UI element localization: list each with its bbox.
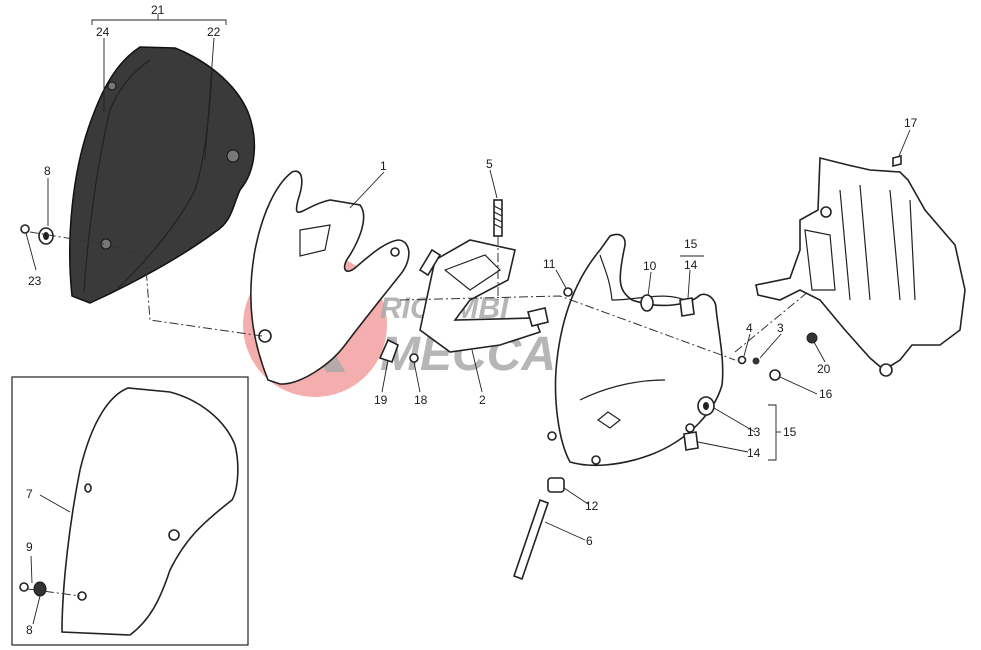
label-10: 10 — [643, 259, 657, 273]
front-subframe — [755, 156, 966, 377]
label-15-top: 15 — [684, 237, 698, 251]
label-8-top: 8 — [44, 164, 51, 178]
label-6: 6 — [586, 534, 593, 548]
label-19: 19 — [374, 393, 388, 407]
label-23: 23 — [28, 274, 42, 288]
windscreen-tinted — [69, 46, 256, 304]
spacer-washer-inset — [19, 581, 81, 597]
centerline-main-horizontal — [399, 295, 736, 361]
label-7: 7 — [26, 487, 33, 501]
bracket-21 — [91, 19, 227, 25]
nut-part-20 — [806, 332, 818, 344]
bolt-part-16 — [769, 369, 781, 381]
inset-box — [11, 376, 249, 646]
label-5: 5 — [486, 157, 493, 171]
clip-part-14-bottom — [683, 431, 699, 451]
washer-part-11 — [563, 287, 573, 297]
nut-part-3 — [752, 357, 760, 365]
clip-part-14-top — [679, 297, 695, 317]
washer-part-4 — [737, 355, 747, 365]
label-21: 21 — [151, 3, 165, 17]
label-13: 13 — [747, 425, 761, 439]
label-14-top: 14 — [684, 258, 698, 272]
spacer-washer-top — [20, 224, 105, 245]
label-22: 22 — [207, 25, 221, 39]
inner-bracket-part-2 — [418, 239, 549, 353]
label-8-inset: 8 — [26, 623, 33, 637]
label-24: 24 — [96, 25, 110, 39]
label-11: 11 — [543, 257, 556, 271]
label-9: 9 — [26, 540, 33, 554]
knob-part-13 — [697, 396, 715, 416]
label-17: 17 — [904, 116, 918, 130]
fairing-bracket-main — [547, 233, 724, 467]
pin-part-6 — [512, 498, 550, 581]
label-20: 20 — [817, 362, 831, 376]
label-2: 2 — [479, 393, 486, 407]
bushing-part-12 — [547, 477, 565, 493]
screw-part-17 — [892, 154, 902, 168]
label-18: 18 — [414, 393, 428, 407]
label-12: 12 — [585, 499, 599, 513]
grommet-part-10 — [640, 294, 654, 312]
label-4: 4 — [746, 321, 753, 335]
screw-part-5 — [493, 199, 503, 300]
part-number-labels: 21 24 22 8 23 1 5 19 18 2 11 10 15 14 4 … — [26, 3, 918, 637]
label-16: 16 — [819, 387, 833, 401]
windscreen-clear — [61, 387, 239, 636]
cover-part-1 — [250, 170, 410, 385]
label-14-bottom: 14 — [747, 446, 761, 460]
centerline-windscreen-cover — [111, 245, 263, 337]
label-1: 1 — [380, 159, 387, 173]
label-15-bottom: 15 — [783, 425, 797, 439]
leader-lines — [25, 14, 911, 625]
label-3: 3 — [777, 321, 784, 335]
